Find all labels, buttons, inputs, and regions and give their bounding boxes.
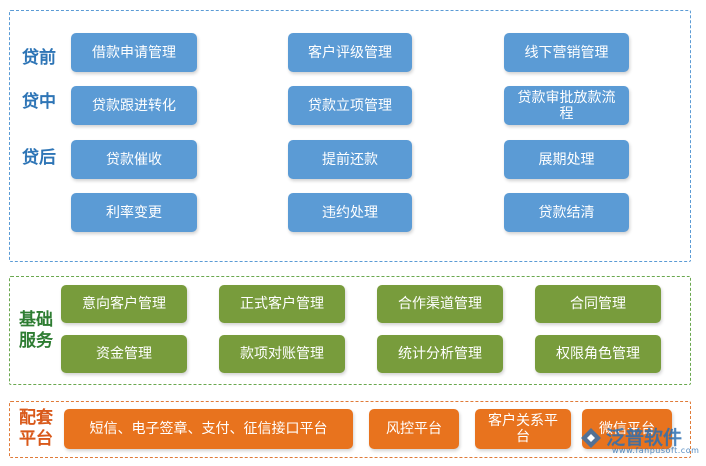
- intended-customer-box[interactable]: 意向客户管理: [61, 285, 187, 323]
- loan-collection-box[interactable]: 贷款催收: [71, 140, 197, 179]
- loan-approval-box[interactable]: 贷款审批放款流程: [504, 86, 629, 125]
- label-post-loan: 贷后: [22, 148, 56, 168]
- formal-customer-box[interactable]: 正式客户管理: [219, 285, 345, 323]
- fund-management-box[interactable]: 资金管理: [61, 335, 187, 373]
- label-pre-loan: 贷前: [22, 48, 56, 68]
- extension-box[interactable]: 展期处理: [504, 140, 629, 179]
- statistics-box[interactable]: 统计分析管理: [377, 335, 503, 373]
- label-support-platforms: 配套平台: [19, 408, 53, 449]
- customer-rating-box[interactable]: 客户评级管理: [288, 33, 412, 72]
- risk-control-box[interactable]: 风控平台: [369, 409, 459, 449]
- partner-channel-box[interactable]: 合作渠道管理: [377, 285, 503, 323]
- offline-marketing-box[interactable]: 线下营销管理: [504, 33, 629, 72]
- label-basic-services: 基础服务: [19, 310, 53, 351]
- reconciliation-box[interactable]: 款项对账管理: [219, 335, 345, 373]
- wechat-platform-box[interactable]: 微信平台: [582, 409, 672, 449]
- sms-esign-payment-credit-box[interactable]: 短信、电子签章、支付、征信接口平台: [64, 409, 353, 449]
- support-platforms-panel: [9, 401, 691, 458]
- label-mid-loan: 贷中: [22, 92, 56, 112]
- loan-followup-box[interactable]: 贷款跟进转化: [71, 86, 197, 125]
- loan-project-box[interactable]: 贷款立项管理: [288, 86, 412, 125]
- basic-services-panel: [9, 276, 691, 385]
- crm-platform-box[interactable]: 客户关系平台: [475, 409, 571, 449]
- early-repayment-box[interactable]: 提前还款: [288, 140, 412, 179]
- default-handling-box[interactable]: 违约处理: [288, 193, 412, 232]
- loan-application-box[interactable]: 借款申请管理: [71, 33, 197, 72]
- loan-lifecycle-panel: [9, 10, 691, 262]
- permission-role-box[interactable]: 权限角色管理: [535, 335, 661, 373]
- loan-settlement-box[interactable]: 贷款结清: [504, 193, 629, 232]
- rate-change-box[interactable]: 利率变更: [71, 193, 197, 232]
- contract-box[interactable]: 合同管理: [535, 285, 661, 323]
